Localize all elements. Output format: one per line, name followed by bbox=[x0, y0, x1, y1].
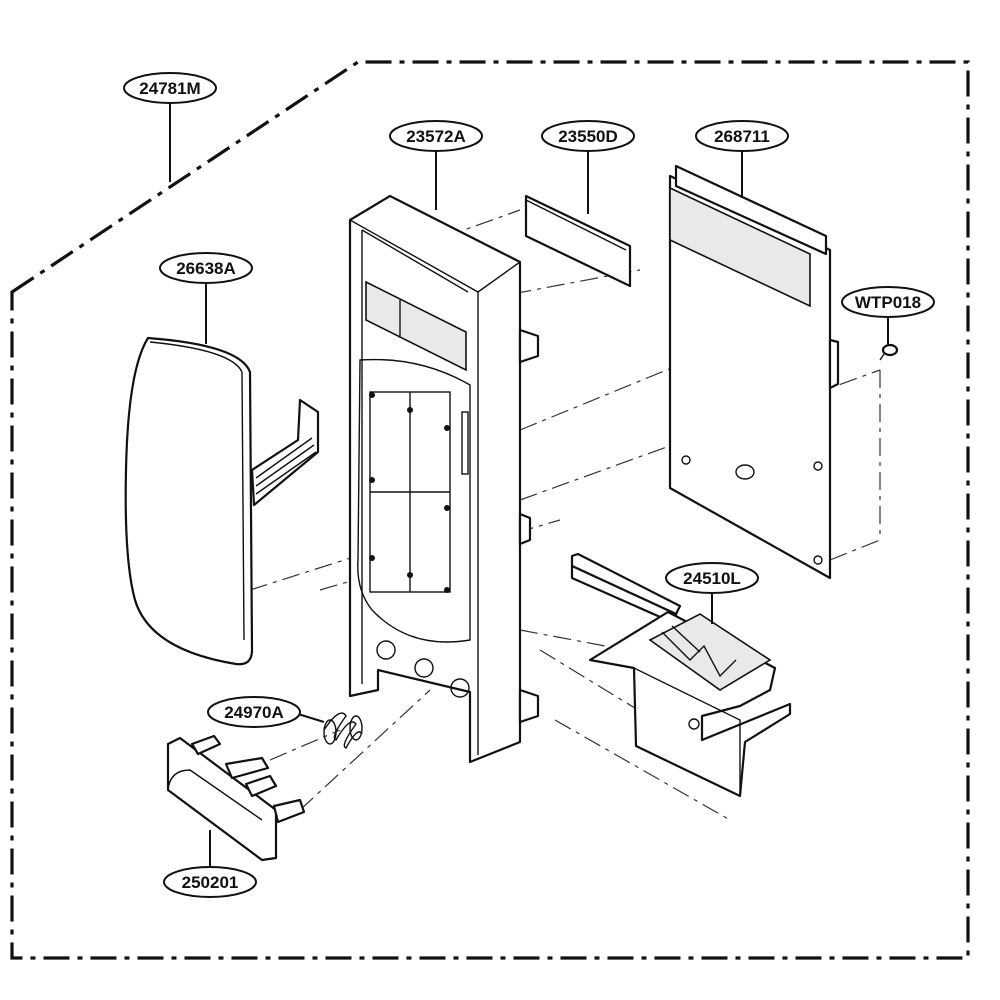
control-panel-frame-part bbox=[348, 194, 540, 764]
part-label-wtp018: WTP018 bbox=[841, 286, 935, 318]
membrane-switch-part bbox=[124, 336, 320, 666]
part-label-26638a: 26638A bbox=[159, 252, 253, 284]
leader-lines bbox=[169, 102, 889, 866]
part-label-24781m: 24781M bbox=[123, 72, 217, 104]
spring-part bbox=[323, 712, 363, 749]
assembly-boundary bbox=[10, 60, 970, 960]
part-label-24970a: 24970A bbox=[207, 696, 301, 728]
svg-text:24970A: 24970A bbox=[224, 703, 284, 722]
button-part bbox=[166, 734, 306, 862]
svg-text:WTP018: WTP018 bbox=[855, 293, 921, 312]
display-window-part bbox=[524, 194, 632, 288]
svg-text:268711: 268711 bbox=[714, 127, 770, 146]
part-label-250201: 250201 bbox=[163, 866, 257, 898]
screw-part bbox=[879, 343, 899, 361]
svg-text:24781M: 24781M bbox=[139, 79, 200, 98]
part-label-23572a: 23572A bbox=[389, 120, 483, 152]
svg-text:24510L: 24510L bbox=[683, 569, 741, 588]
part-label-268711: 268711 bbox=[695, 120, 789, 152]
pcb-board-part bbox=[668, 164, 840, 580]
svg-text:23550D: 23550D bbox=[558, 127, 618, 146]
lever-part bbox=[570, 552, 792, 798]
svg-text:250201: 250201 bbox=[182, 873, 239, 892]
svg-text:26638A: 26638A bbox=[176, 259, 236, 278]
part-label-23550d: 23550D bbox=[541, 120, 635, 152]
svg-text:23572A: 23572A bbox=[406, 127, 466, 146]
part-label-24510l: 24510L bbox=[665, 562, 759, 594]
